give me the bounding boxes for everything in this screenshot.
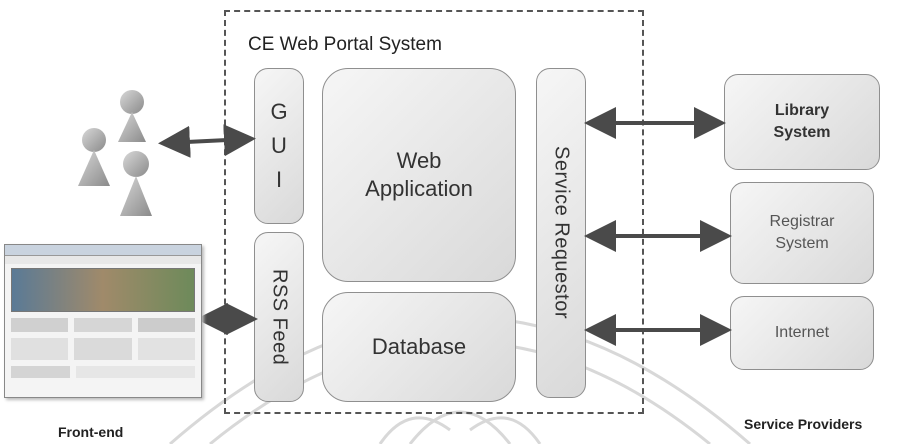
registrar-system-line2: System [775, 235, 829, 252]
web-application-line1: Web [396, 148, 442, 173]
browser-screenshot-icon [4, 244, 202, 398]
library-system-line1: Library [774, 102, 830, 119]
library-system-line2: System [773, 124, 831, 141]
gui-letter-u: U [271, 133, 287, 158]
service-providers-caption: Service Providers [744, 416, 863, 432]
frontend-caption: Front-end [58, 424, 124, 440]
rss-feed-box: RSS Feed [254, 232, 304, 402]
library-system-box: Library System [724, 74, 880, 170]
arrow-users-gui [158, 124, 256, 158]
service-requestor-label: Service Requestor [550, 146, 573, 320]
system-title: CE Web Portal System [248, 34, 442, 55]
users-icon [78, 90, 152, 216]
web-application-box: Web Application [322, 68, 516, 282]
registrar-system-line1: Registrar [769, 213, 835, 230]
database-box: Database [322, 292, 516, 402]
database-label: Database [371, 334, 467, 359]
internet-box: Internet [730, 296, 874, 370]
gui-letter-i: I [275, 167, 283, 192]
internet-label: Internet [774, 324, 830, 341]
service-requestor-box: Service Requestor [536, 68, 586, 398]
rss-feed-label: RSS Feed [268, 268, 291, 366]
registrar-system-box: Registrar System [730, 182, 874, 284]
gui-box: G U I [254, 68, 304, 224]
system-boundary [224, 10, 644, 414]
web-application-line2: Application [365, 176, 473, 201]
gui-letter-g: G [270, 99, 288, 124]
